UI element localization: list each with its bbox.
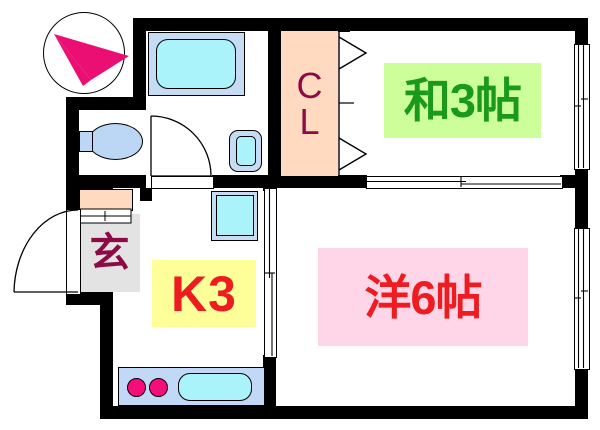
compass-circle xyxy=(43,12,125,94)
wall-kitchen-right-bottom xyxy=(263,355,276,419)
washitsu-window-lines xyxy=(574,44,588,168)
bathtub-inner xyxy=(156,39,236,89)
bath-door-threshold xyxy=(151,176,214,189)
wall-toilet-left xyxy=(66,97,79,187)
closet-folding-doors[interactable] xyxy=(338,31,368,176)
kitchen-label: K3 xyxy=(152,260,256,327)
wall-cl-bottom xyxy=(280,175,350,188)
room-sliding-door[interactable] xyxy=(366,176,563,189)
wall-right-bottom xyxy=(575,368,588,418)
genkan-label: 玄 xyxy=(79,214,140,292)
kitchen-sliding-door-lines xyxy=(264,188,275,356)
washbasin-inner xyxy=(236,136,256,166)
genkan-label-text: 玄 xyxy=(89,231,130,275)
stove-burner-right xyxy=(149,378,168,397)
wall-room-divider-left xyxy=(337,175,367,188)
wall-bath-right xyxy=(268,18,281,188)
kitchen-sink xyxy=(178,373,252,401)
wall-bottom xyxy=(100,406,588,419)
kitchen-label-text: K3 xyxy=(171,265,237,322)
closet-label: C L xyxy=(281,31,338,176)
stove-burner-left xyxy=(127,378,146,397)
wall-right-top xyxy=(575,18,588,44)
wall-genkan-bottom xyxy=(66,292,113,305)
wall-bath-left-upper xyxy=(133,18,146,98)
washitsu-label-text: 和3帖 xyxy=(403,74,522,127)
wall-kitchen-outer-left xyxy=(100,300,113,419)
yoshitsu-label-text: 洋6帖 xyxy=(364,270,482,324)
toilet xyxy=(88,123,143,160)
entrance-door-frame xyxy=(66,209,81,295)
shoe-cabinet xyxy=(79,189,133,211)
wall-cl-right xyxy=(337,18,350,32)
wall-slider-cap-top xyxy=(263,175,276,188)
wall-room-divider-right xyxy=(560,175,588,188)
wall-genkan-frame-top xyxy=(66,188,79,202)
shoe-cabinet-shelves xyxy=(78,208,132,224)
yoshitsu-label: 洋6帖 xyxy=(318,248,528,346)
wall-top-right xyxy=(268,18,588,31)
wall-bath-divider xyxy=(66,97,146,110)
room-sliding-door-lines xyxy=(366,176,561,187)
washitsu-label: 和3帖 xyxy=(384,63,541,138)
wall-bath-bottom-left xyxy=(66,175,146,188)
bath-swing-door[interactable] xyxy=(150,115,217,178)
toilet-tank xyxy=(79,131,93,152)
yoshitsu-window-lines xyxy=(574,228,588,368)
closet-label-line2: L xyxy=(299,100,320,142)
closet-label-line1: C xyxy=(296,64,323,106)
compass-north-arrow-icon xyxy=(54,34,129,86)
kitchen-window-inner xyxy=(216,195,254,236)
wall-genkan-right xyxy=(140,188,152,201)
wall-top-bath xyxy=(133,18,280,31)
entrance-swing-door[interactable] xyxy=(13,209,80,294)
